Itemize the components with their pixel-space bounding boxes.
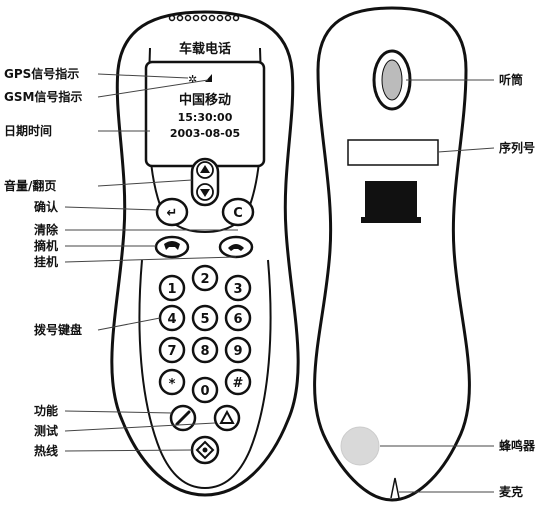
- label-clear: 清除: [34, 222, 59, 237]
- key-star[interactable]: *: [158, 368, 186, 396]
- key-0[interactable]: 0: [191, 376, 219, 404]
- label-function: 功能: [34, 403, 58, 418]
- svg-text:✲: ✲: [188, 73, 197, 86]
- earpiece-dots: [168, 14, 240, 22]
- key-4-label: 4: [167, 312, 176, 327]
- label-hangup: 挂机: [34, 254, 58, 269]
- key-hash-label: #: [233, 376, 244, 391]
- label-confirm: 确认: [34, 199, 59, 214]
- label-datetime: 日期时间: [4, 123, 52, 138]
- key-6-label: 6: [233, 312, 242, 327]
- label-volume: 音量/翻页: [4, 178, 56, 193]
- earpiece-grille: [372, 49, 412, 111]
- key-9[interactable]: 9: [224, 336, 252, 364]
- label-microphone: 麦克: [499, 484, 523, 499]
- label-gsm: GSM信号指示: [4, 89, 82, 104]
- call-key[interactable]: [154, 235, 190, 259]
- front-phone: 车载电话 ✲ 中国移动 15:30:00 2003-08-05 ↵ C: [110, 10, 300, 497]
- key-5-label: 5: [200, 312, 209, 327]
- key-2-label: 2: [200, 272, 209, 287]
- screen-date: 2003-08-05: [170, 127, 240, 140]
- key-0-label: 0: [200, 384, 209, 399]
- screen-time: 15:30:00: [178, 111, 233, 124]
- test-key[interactable]: [213, 404, 241, 432]
- phone-header-title: 车载电话: [179, 41, 231, 57]
- label-pickup: 摘机: [34, 238, 58, 253]
- back-phone: [313, 6, 471, 502]
- hotline-key[interactable]: [190, 435, 220, 465]
- wrench-icon: [175, 410, 191, 426]
- hangup-key[interactable]: [218, 235, 254, 259]
- serial-number-plate: [347, 139, 439, 166]
- buzzer-grille: [340, 426, 380, 466]
- key-1[interactable]: 1: [158, 274, 186, 302]
- dial-keypad: 1 2 3 4 5 6 7 8 9 * 0 #: [158, 264, 252, 404]
- key-7-label: 7: [167, 344, 176, 359]
- key-4[interactable]: 4: [158, 304, 186, 332]
- volume-rocker[interactable]: [190, 157, 220, 207]
- hangup-icon: [228, 244, 244, 251]
- key-8-label: 8: [200, 344, 209, 359]
- front-lower-panel: [138, 259, 272, 490]
- label-buzzer: 蜂鸣器: [499, 438, 536, 453]
- label-hotline: 热线: [34, 443, 58, 458]
- microphone-slot: [390, 477, 400, 499]
- function-key[interactable]: [169, 404, 197, 432]
- label-serial: 序列号: [499, 140, 535, 155]
- confirm-key-label: ↵: [167, 206, 178, 221]
- left-callouts: [64, 73, 238, 452]
- key-7[interactable]: 7: [158, 336, 186, 364]
- key-1-label: 1: [167, 282, 176, 297]
- key-3[interactable]: 3: [224, 274, 252, 302]
- clear-key-label: C: [233, 206, 243, 221]
- right-callouts: [380, 79, 495, 493]
- right-labels: 听筒 序列号 蜂鸣器 麦克: [499, 72, 536, 499]
- label-gps: GPS信号指示: [4, 66, 79, 81]
- key-star-label: *: [169, 377, 176, 392]
- label-earpiece: 听筒: [499, 72, 523, 87]
- call-icon: [164, 241, 180, 250]
- back-phone-body: [313, 6, 471, 502]
- left-labels: GPS信号指示 GSM信号指示 日期时间 音量/翻页 确认 清除 摘机 挂机 拨…: [4, 66, 82, 458]
- key-3-label: 3: [233, 282, 242, 297]
- key-hash[interactable]: #: [224, 368, 252, 396]
- clear-key[interactable]: C: [221, 197, 255, 227]
- triangle-icon: [219, 409, 235, 424]
- key-8[interactable]: 8: [191, 336, 219, 364]
- screen-operator: 中国移动: [179, 92, 231, 108]
- volume-down-icon: [200, 189, 210, 197]
- key-9-label: 9: [233, 344, 242, 359]
- key-5[interactable]: 5: [191, 304, 219, 332]
- volume-up-icon: [200, 165, 210, 173]
- key-6[interactable]: 6: [224, 304, 252, 332]
- confirm-key[interactable]: ↵: [155, 197, 189, 227]
- label-keypad: 拨号键盘: [34, 322, 82, 337]
- diamond-icon: [195, 440, 215, 460]
- mount-bracket: [361, 181, 421, 223]
- key-2[interactable]: 2: [191, 264, 219, 292]
- label-test: 测试: [34, 423, 58, 438]
